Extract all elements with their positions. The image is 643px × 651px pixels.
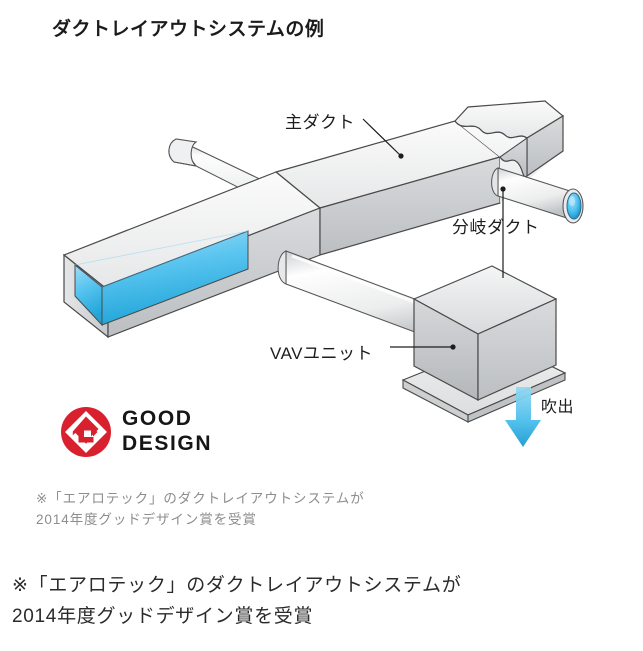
duct-illustration-svg [62, 100, 584, 447]
duct-layout-diagram [0, 75, 643, 455]
good-design-award-mark [60, 406, 112, 458]
award-note-large: ※「エアロテック」のダクトレイアウトシステムが 2014年度グッドデザイン賞を受… [12, 575, 462, 627]
good-design-award-logo: GOOD DESIGN [60, 404, 220, 462]
callout-label-vav-unit: VAVユニット [270, 344, 373, 363]
callout-leader-lines [362, 118, 506, 350]
duct-open-end-blue [74, 230, 249, 327]
good-design-mark-svg [61, 407, 111, 457]
good-design-wordmark: GOOD DESIGN [122, 406, 212, 456]
duct-break-line [454, 100, 565, 203]
good-design-line-1: GOOD [122, 407, 193, 430]
award-note-small: ※「エアロテック」のダクトレイアウトシステムが 2014年度グッドデザイン賞を受… [36, 491, 365, 527]
callout-label-blowout: 吹出 [541, 399, 575, 416]
main-duct [62, 100, 565, 339]
callout-label-branch-duct: 分岐ダクト [452, 218, 540, 237]
good-design-line-2: DESIGN [122, 432, 213, 455]
vav-unit [401, 265, 567, 423]
branch-duct-right [491, 167, 584, 224]
blowout-arrow-icon [505, 387, 541, 447]
callout-label-main-duct: 主ダクト [285, 113, 355, 132]
page-title: ダクトレイアウトシステムの例 [52, 19, 325, 40]
